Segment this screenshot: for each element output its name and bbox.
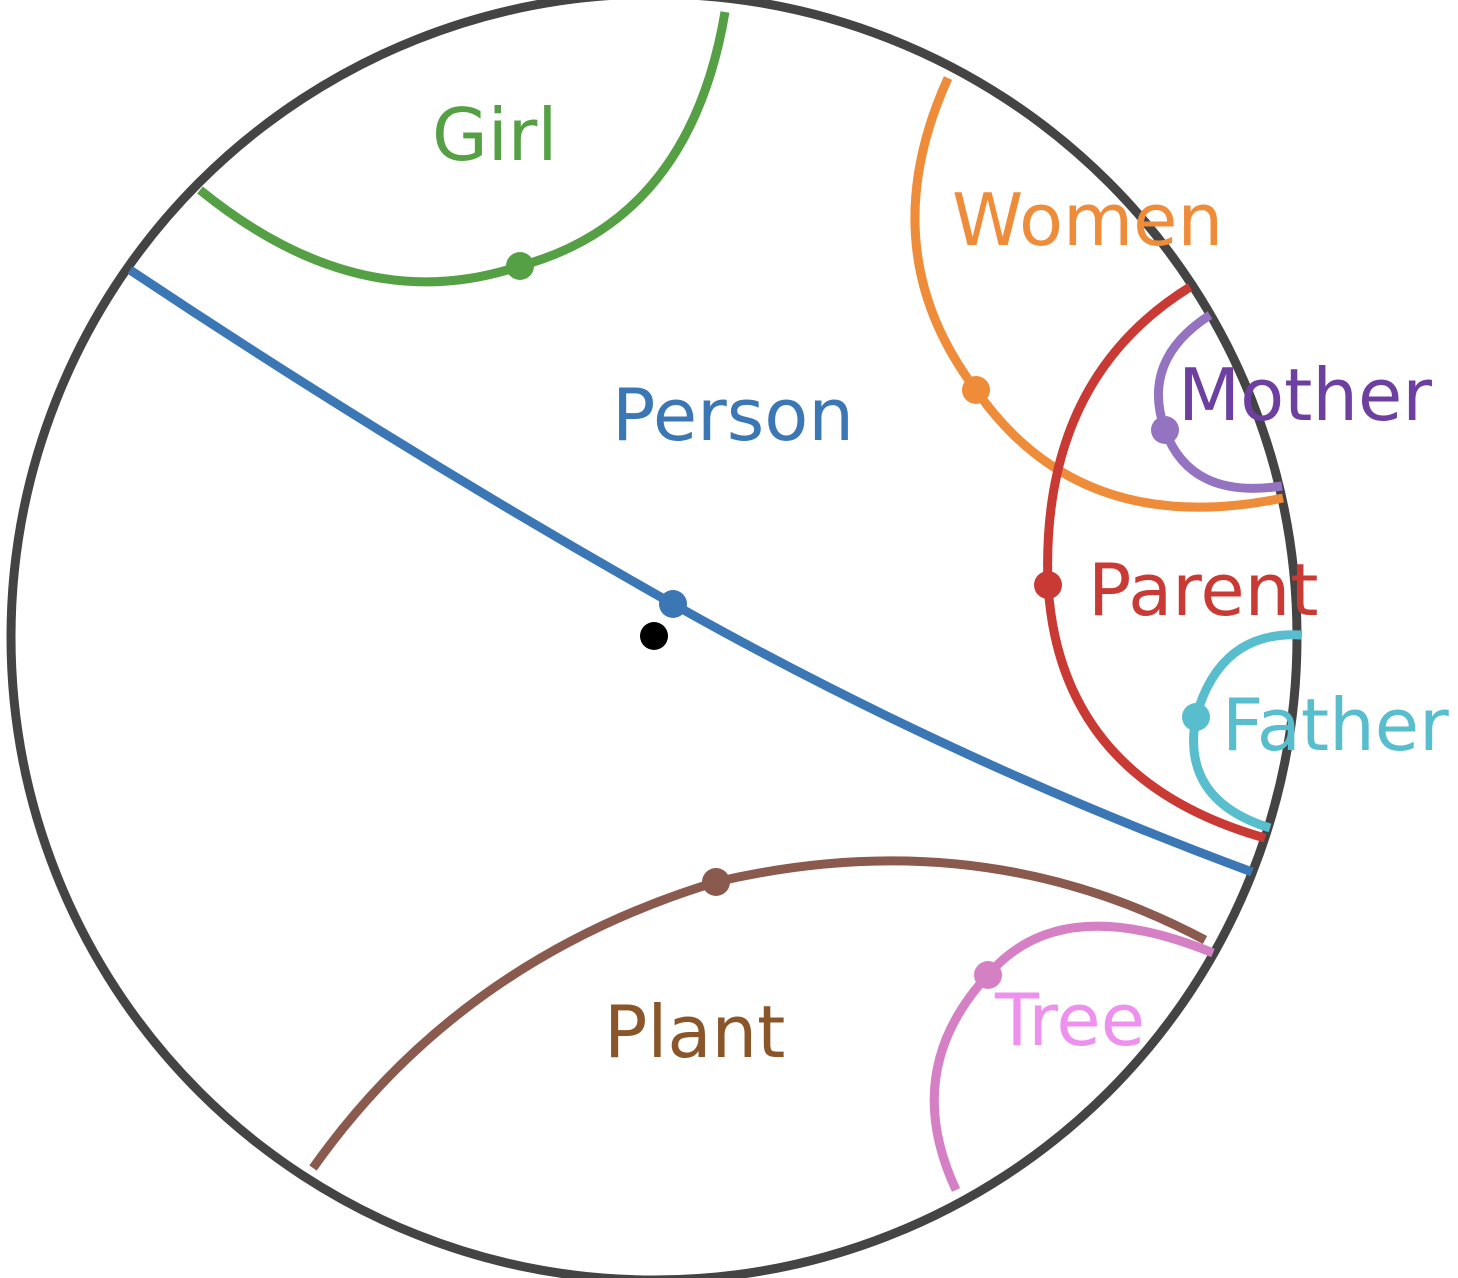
parent-label: Parent: [1088, 548, 1318, 632]
person-label: Person: [612, 373, 854, 457]
father-point: [1182, 703, 1210, 731]
girl-point: [506, 252, 534, 280]
mother-label: Mother: [1178, 353, 1432, 437]
plant-point: [702, 868, 730, 896]
tree-point: [974, 961, 1002, 989]
girl-label: Girl: [432, 93, 557, 177]
parent-point: [1034, 571, 1062, 599]
person-geodesic: [127, 266, 1254, 877]
father-label: Father: [1222, 683, 1449, 767]
tree-label: Tree: [994, 978, 1145, 1062]
mother-point: [1151, 416, 1179, 444]
women-label: Women: [952, 178, 1223, 262]
person-point: [659, 590, 687, 618]
women-arc: [910, 76, 1284, 512]
women-point: [962, 376, 990, 404]
plant-label: Plant: [604, 990, 785, 1074]
origin-point: [640, 622, 668, 650]
